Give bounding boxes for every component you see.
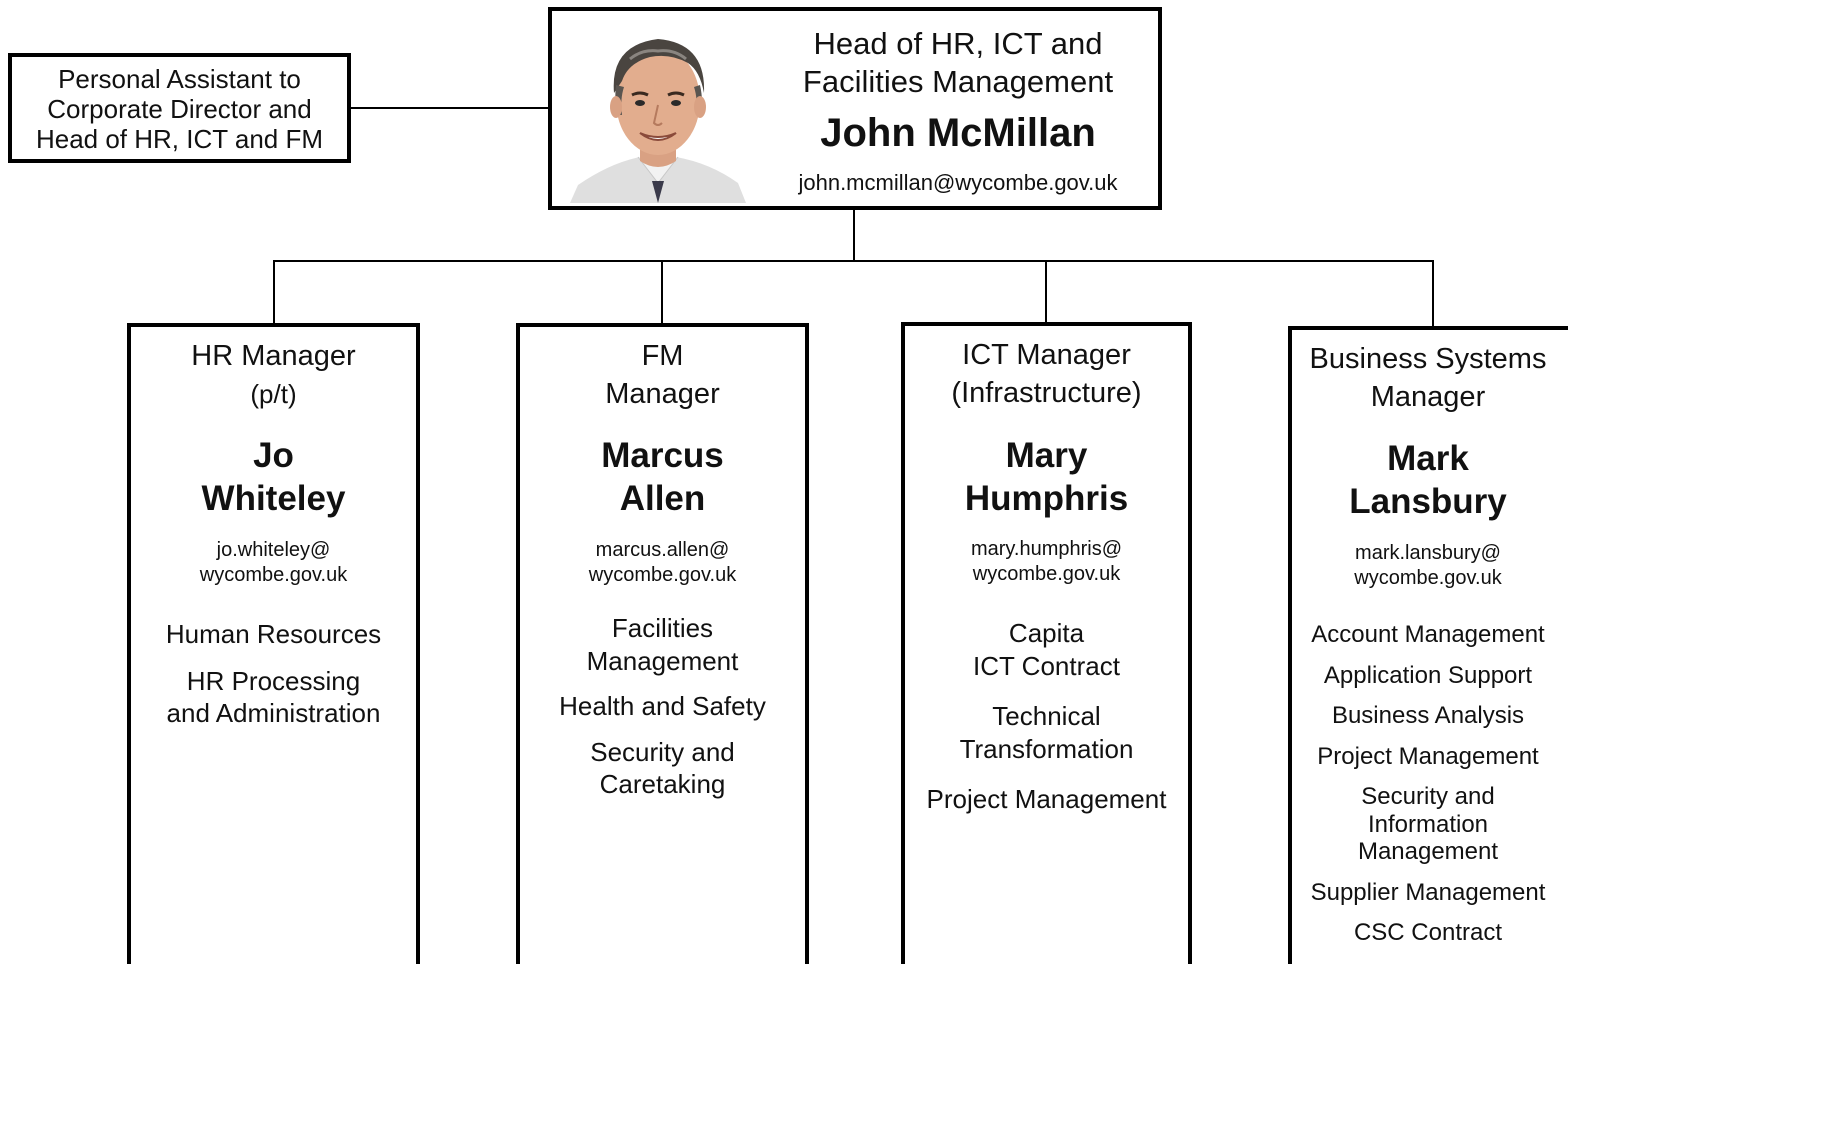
function-item: Project Management [1317,742,1539,770]
manager-role: ICT Manager (Infrastructure) [905,336,1188,412]
pa-title-line: Corporate Director and [47,94,312,124]
function-item: Facilities [611,613,714,643]
connector-ict [1045,260,1047,322]
manager-email: marcus.allen@ wycombe.gov.uk [520,538,805,588]
function-item: Management [586,645,739,676]
manager-role-line: FM [641,340,684,372]
function-item: Account Management [1311,621,1545,648]
head-role: Head of HR, ICT and Facilities Managemen… [768,25,1148,101]
manager-name: Marcus Allen [520,434,805,520]
manager-name: Mary Humphris [905,434,1188,520]
personal-assistant-box: Personal Assistant to Corporate Director… [8,53,351,163]
manager-role-line: HR Manager [191,340,356,372]
function-item: Business Analysis [1331,702,1525,729]
head-role-line: Head of HR, ICT and [813,26,1103,61]
manager-name-line: Mark [1387,439,1469,478]
manager-role-line: Manager [1370,381,1486,413]
connector-horizontal-bar [273,260,1434,262]
function-item: Project Management [926,784,1167,814]
org-chart: Personal Assistant to Corporate Director… [8,7,1568,964]
manager-role: Business Systems Manager [1292,340,1564,416]
manager-email: mark.lansbury@ wycombe.gov.uk [1292,541,1564,591]
manager-email: mary.humphris@ wycombe.gov.uk [905,537,1188,587]
manager-role: FM Manager [520,337,805,413]
connector-assistant-head [351,107,548,109]
manager-email-line: wycombe.gov.uk [199,564,348,586]
function-item: Technical [992,701,1101,731]
manager-box-business-systems: Business Systems Manager Mark Lansbury m… [1288,326,1568,964]
manager-role-line: ICT Manager [962,339,1131,371]
manager-email-line: wycombe.gov.uk [588,564,737,586]
connector-head-down [853,210,855,262]
manager-function-list: Account Management Application Support B… [1292,621,1564,947]
manager-role-line: Manager [605,378,720,410]
manager-name: Jo Whiteley [131,434,416,520]
manager-email-line: mary.humphris@ [970,538,1123,560]
manager-name-line: Whiteley [201,479,346,518]
function-item: Transformation [959,733,1134,764]
function-item: Capita [1008,618,1085,648]
function-item: Security and [590,736,735,767]
manager-box-fm: FM Manager Marcus Allen marcus.allen@ wy… [516,323,809,964]
function-item: Application Support [1323,661,1533,689]
function-item: ICT Contract [973,650,1120,681]
head-portrait-photo [570,23,746,203]
manager-email-line: wycombe.gov.uk [1354,567,1502,589]
manager-name-line: Lansbury [1349,482,1507,521]
manager-function-list: Capita ICT Contract Technical Transforma… [905,617,1188,816]
manager-name-line: Jo [253,436,294,475]
head-role-line: Facilities Management [802,64,1114,99]
manager-name-line: Mary [1005,436,1088,475]
manager-name-line: Humphris [964,479,1129,518]
pa-title-line: Personal Assistant to [58,64,301,94]
function-item: Information [1367,810,1489,838]
personal-assistant-title: Personal Assistant to Corporate Director… [12,64,347,154]
function-item: HR Processing [186,665,361,696]
function-item: Supplier Management [1310,878,1546,906]
function-item: Security and [1361,783,1495,810]
function-item: Management [1357,838,1499,865]
manager-email: jo.whiteley@ wycombe.gov.uk [131,538,416,588]
manager-name-line: Marcus [601,436,724,475]
manager-function-list: Facilities Management Health and Safety … [520,612,805,801]
manager-name-line: Allen [619,479,706,518]
manager-role-line: (p/t) [250,379,297,409]
function-item: and Administration [166,698,381,728]
manager-function-list: Human Resources HR Processing and Admini… [131,618,416,730]
pa-title-line: Head of HR, ICT and FM [35,124,324,154]
function-item: Caretaking [599,769,726,799]
function-item: CSC Contract [1353,919,1503,946]
head-email: john.mcmillan@wycombe.gov.uk [798,170,1118,195]
manager-email-line: jo.whiteley@ [216,539,331,561]
manager-email-line: wycombe.gov.uk [972,563,1121,585]
connector-fm [661,260,663,323]
function-item: Human Resources [165,619,382,649]
manager-role-line: Business Systems [1309,343,1547,375]
manager-name: Mark Lansbury [1292,437,1564,523]
connector-biz [1432,260,1434,326]
manager-role-line: (Infrastructure) [951,377,1142,409]
head-of-service-box: Head of HR, ICT and Facilities Managemen… [548,7,1162,210]
connector-hr [273,260,275,323]
function-item: Health and Safety [559,691,766,721]
manager-box-ict: ICT Manager (Infrastructure) Mary Humphr… [901,322,1192,964]
head-name: John McMillan [820,111,1096,155]
manager-box-hr: HR Manager (p/t) Jo Whiteley jo.whiteley… [127,323,420,964]
manager-email-line: mark.lansbury@ [1355,542,1501,564]
manager-role: HR Manager (p/t) [131,337,416,413]
manager-email-line: marcus.allen@ [595,539,730,561]
